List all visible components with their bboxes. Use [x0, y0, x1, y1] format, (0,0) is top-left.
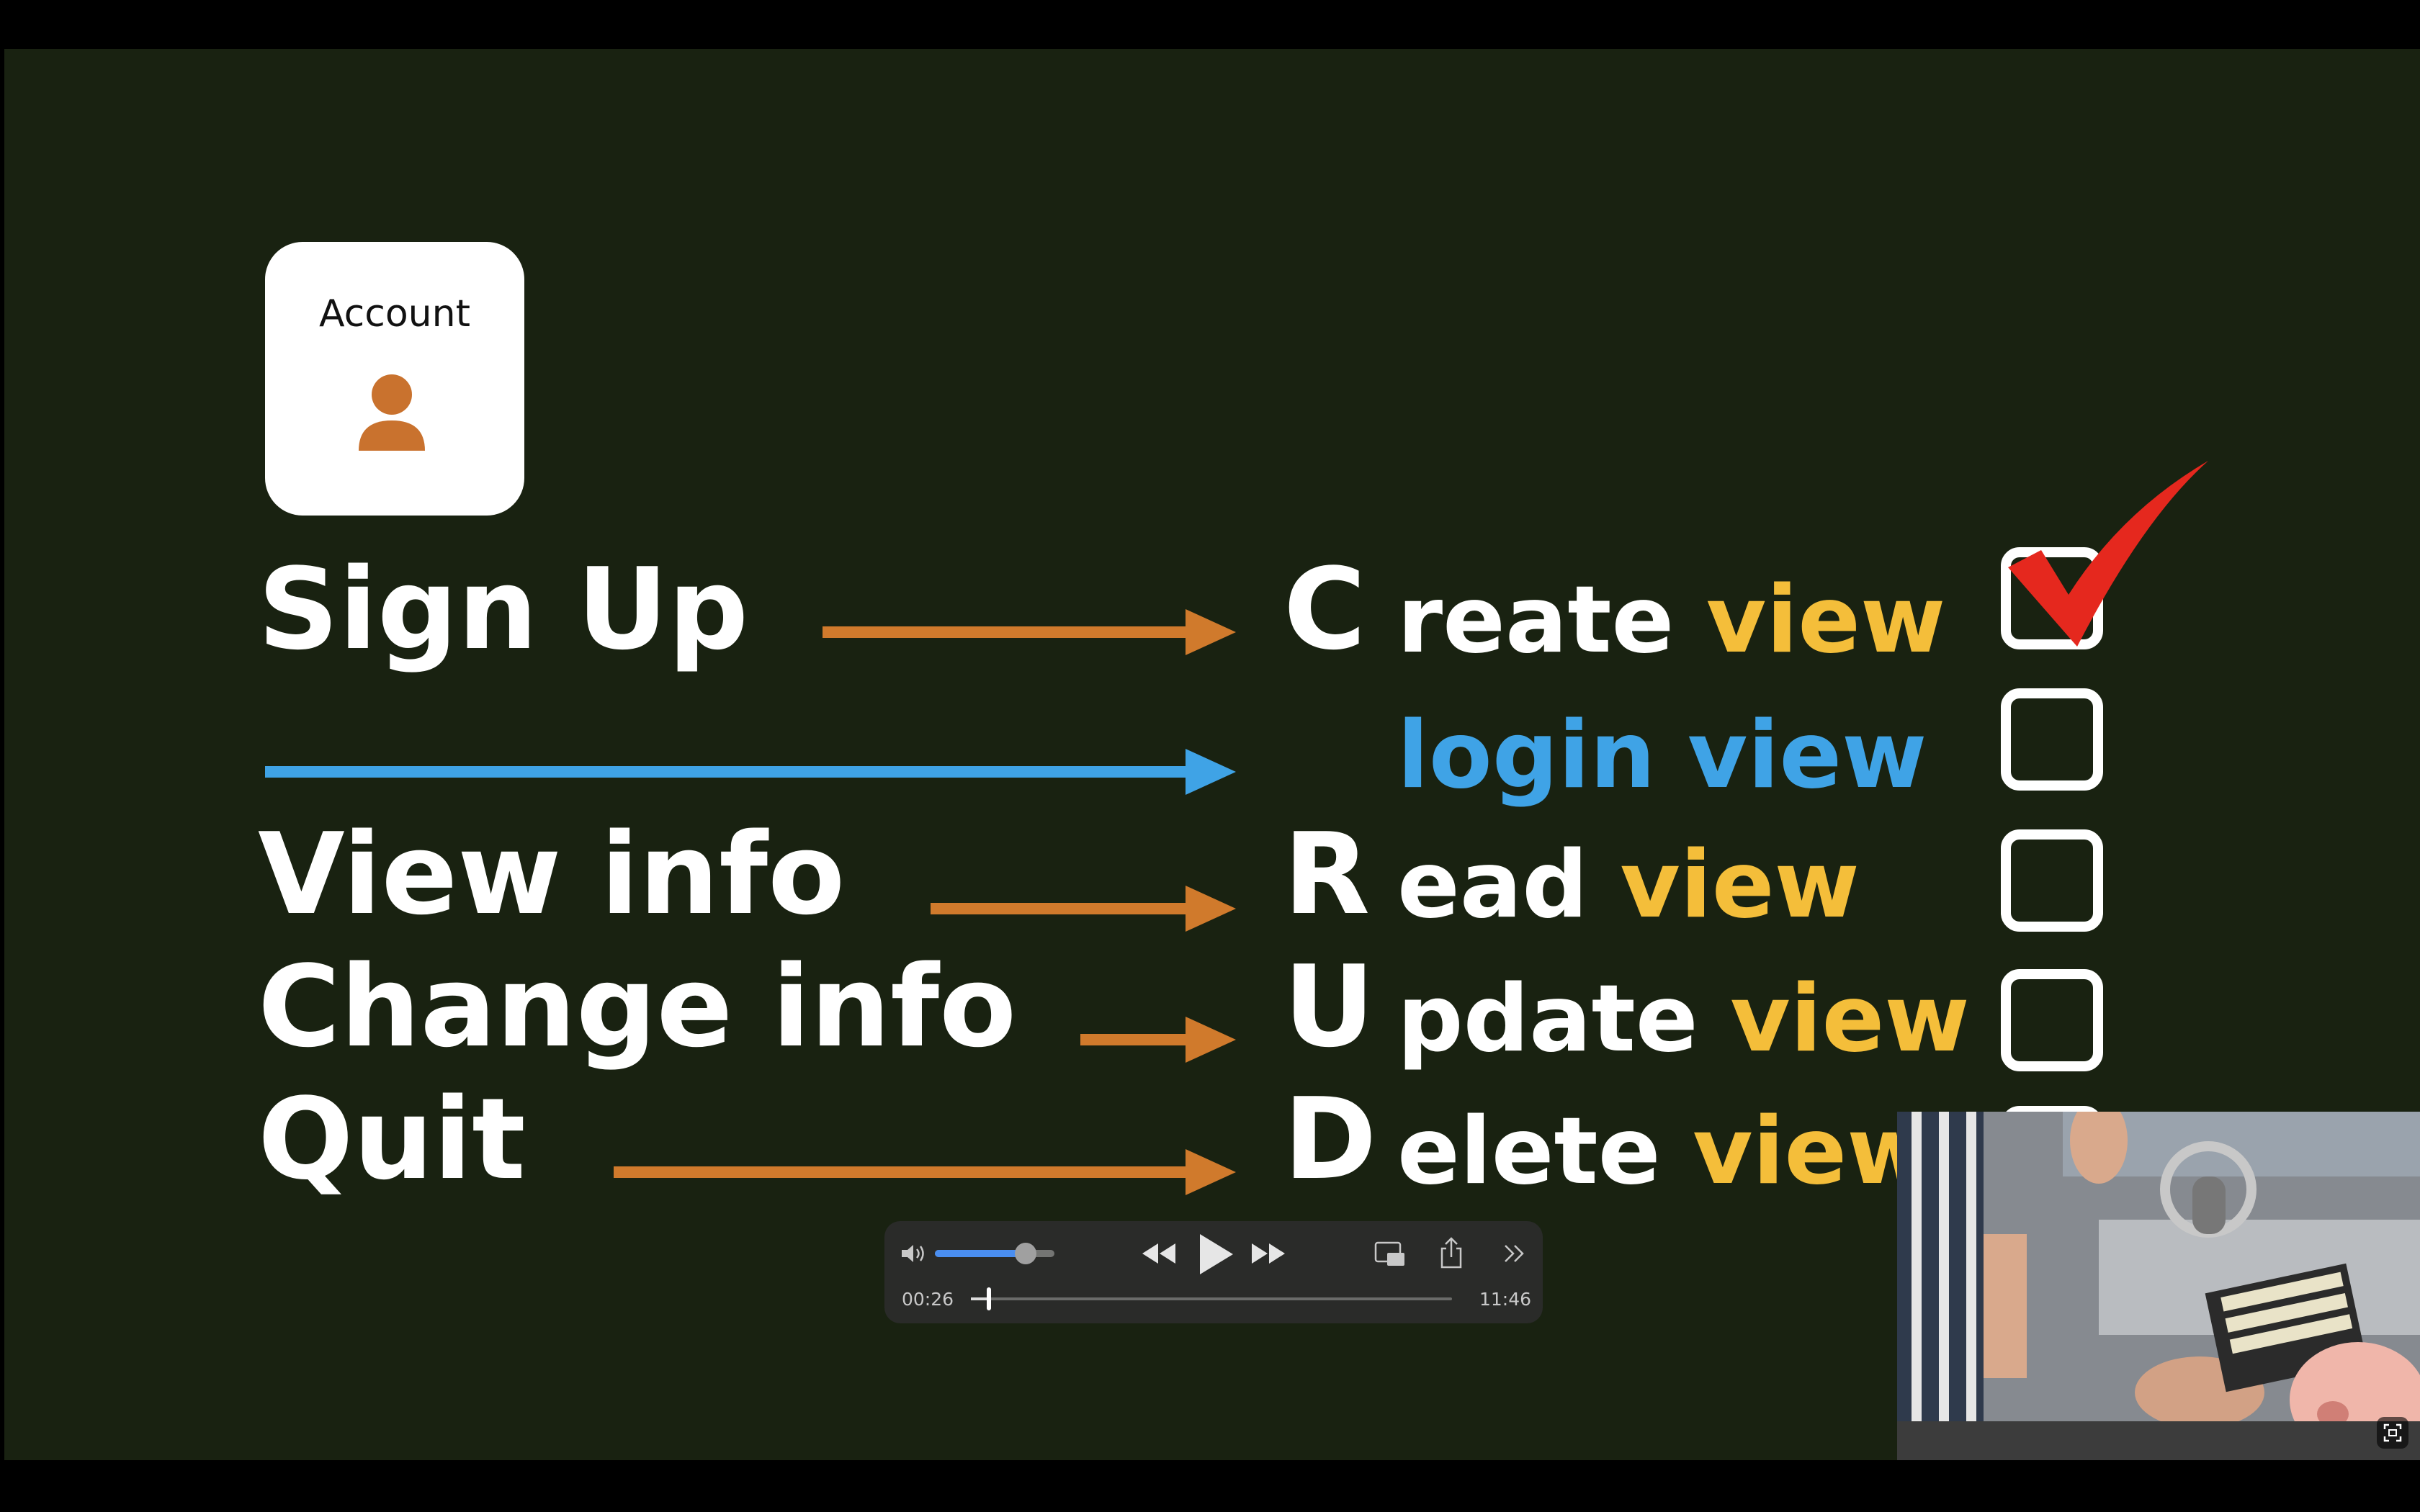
video-frame: Account Sign Up View info Change info Qu… — [4, 49, 2420, 1460]
play-icon[interactable] — [1197, 1233, 1234, 1276]
change-info-label: Change info — [258, 950, 1016, 1063]
change-info-arrow — [1080, 1014, 1236, 1066]
webcam-pip[interactable] — [1897, 1112, 2420, 1460]
update-text: pdate view — [1397, 973, 1970, 1066]
delete-text: elete view — [1397, 1106, 1932, 1198]
volume-fill — [935, 1250, 1026, 1257]
quit-arrow — [614, 1146, 1236, 1198]
progress-bar[interactable] — [971, 1297, 1452, 1300]
volume-slider[interactable] — [935, 1250, 1054, 1257]
create-text: reate view — [1397, 575, 1945, 667]
expand-icon[interactable] — [2377, 1417, 2408, 1449]
progress-fill — [971, 1297, 989, 1300]
read-checkbox — [2001, 829, 2103, 932]
person-icon — [356, 373, 428, 452]
duration: 11:46 — [1479, 1289, 1531, 1310]
view-info-label: View info — [258, 818, 845, 930]
update-letter: U — [1283, 950, 1375, 1063]
rewind-icon[interactable] — [1141, 1241, 1177, 1266]
account-card: Account — [265, 242, 524, 516]
create-letter: C — [1283, 553, 1366, 665]
playhead[interactable] — [987, 1287, 991, 1310]
webcam-scene — [1897, 1112, 2420, 1460]
sign-up-label: Sign Up — [258, 553, 748, 665]
volume-knob[interactable] — [1015, 1243, 1036, 1264]
share-icon[interactable] — [1439, 1237, 1464, 1269]
current-time: 00:26 — [902, 1289, 954, 1310]
quit-label: Quit — [258, 1083, 526, 1195]
login-checkbox — [2001, 688, 2103, 791]
speaker-icon[interactable] — [900, 1243, 926, 1264]
sign-up-arrow — [823, 606, 1236, 658]
player-controls: 00:26 11:46 — [884, 1221, 1543, 1323]
picture-in-picture-icon[interactable] — [1374, 1241, 1406, 1267]
login-view-text: login view — [1397, 710, 1927, 802]
view-info-arrow — [931, 883, 1236, 935]
chevron-double-right-icon[interactable] — [1502, 1243, 1527, 1264]
fast-forward-icon[interactable] — [1250, 1241, 1286, 1266]
delete-letter: D — [1283, 1083, 1377, 1195]
account-title: Account — [265, 292, 524, 336]
login-arrow — [265, 746, 1236, 798]
update-checkbox — [2001, 969, 2103, 1071]
read-text: ead view — [1397, 840, 1860, 932]
read-letter: R — [1283, 818, 1370, 930]
check-mark-icon — [1999, 461, 2215, 648]
